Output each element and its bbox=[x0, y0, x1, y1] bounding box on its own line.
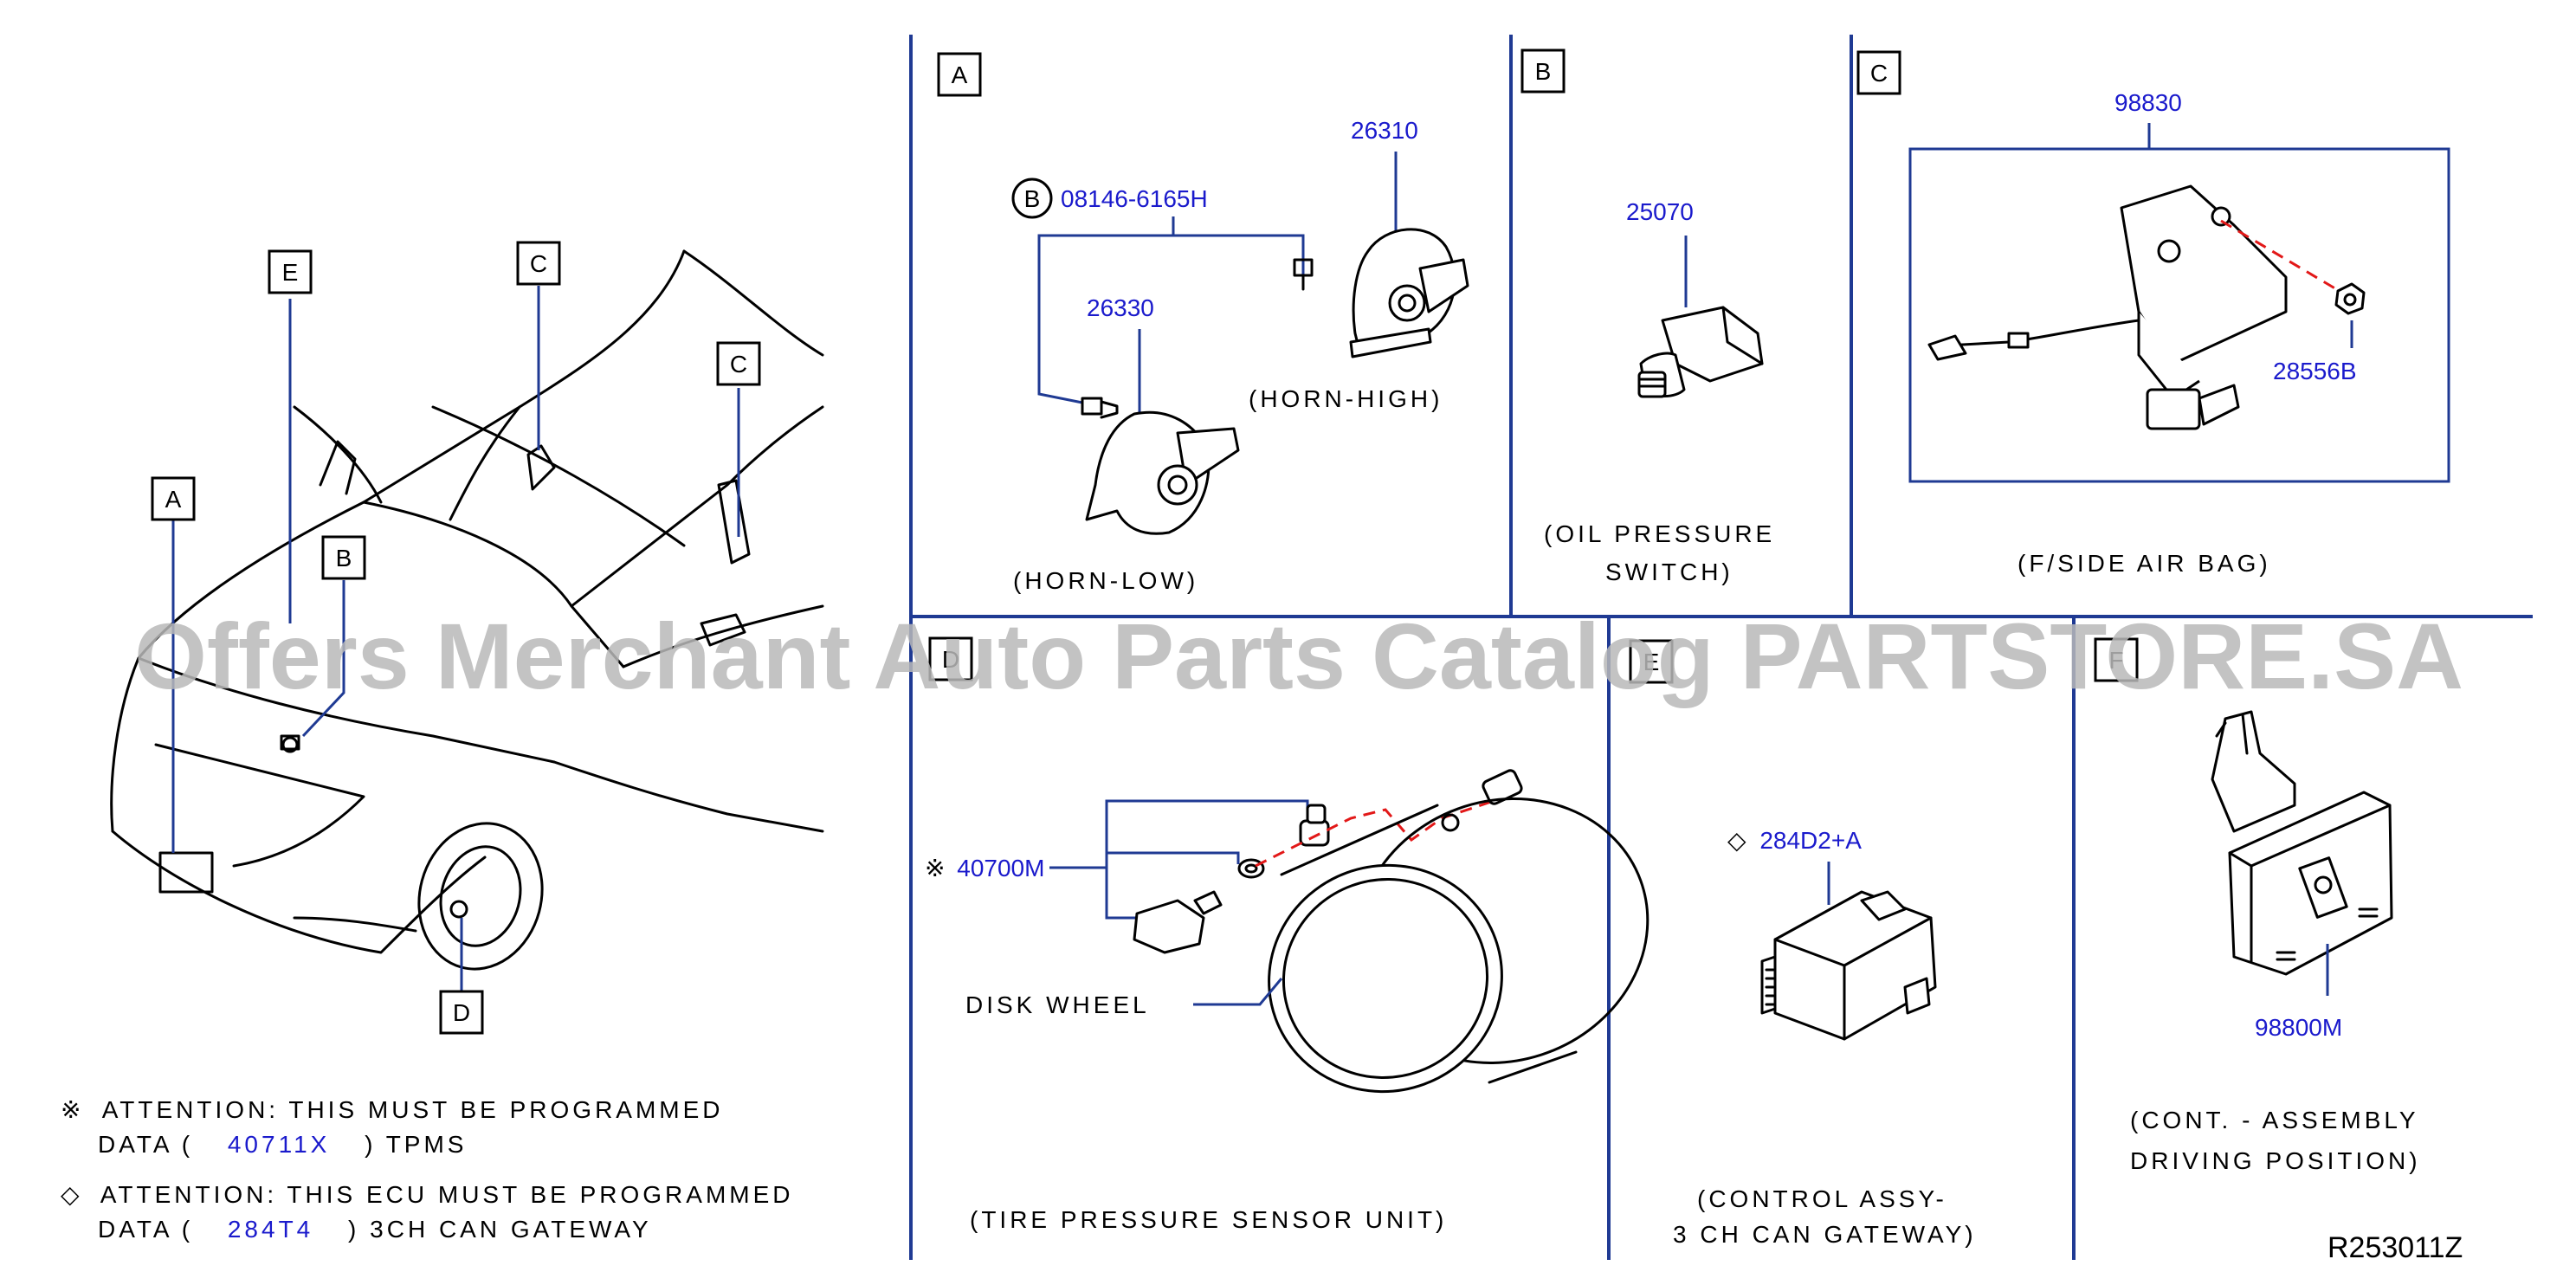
car-callout-d[interactable]: D bbox=[439, 990, 484, 1035]
panel-b-oil-pressure-switch: B 25070 (OIL PRESSURE SWITCH) bbox=[1520, 48, 1775, 585]
caption-cont-assembly-line-2: DRIVING POSITION) bbox=[2130, 1147, 2421, 1174]
panel-c-label: C bbox=[1856, 50, 1901, 95]
part-number-98800m[interactable]: 98800M bbox=[2255, 1014, 2342, 1041]
part-number-40700m[interactable]: ※ 40700M bbox=[925, 855, 1044, 881]
car-callout-a[interactable]: A bbox=[151, 476, 196, 521]
drawing-number: R253011Z bbox=[2327, 1231, 2463, 1264]
panel-f-driving-position-unit: F 98800M (CONT. - ASSEMBLY DRIVING POSIT… bbox=[2094, 637, 2421, 1174]
caption-side-airbag: (F/SIDE AIR BAG) bbox=[2018, 550, 2271, 577]
vehicle-overview: E C C A B D bbox=[110, 241, 824, 1035]
caption-control-assy-line-2: 3 CH CAN GATEWAY) bbox=[1673, 1221, 1977, 1248]
panel-c-side-airbag: C 98830 28556B (F/SIDE AIR BAG) bbox=[1856, 50, 2450, 577]
bolt-b-circle bbox=[1011, 178, 1053, 219]
panel-d-tire-pressure-sensor: D ※ 40700M bbox=[925, 636, 1650, 1233]
label-disk-wheel: DISK WHEEL bbox=[965, 991, 1150, 1018]
car-callout-c-side[interactable]: C bbox=[716, 341, 761, 386]
panel-e-label: E bbox=[1629, 639, 1674, 684]
part-number-26310[interactable]: 26310 bbox=[1351, 117, 1418, 144]
car-callout-c-top[interactable]: C bbox=[516, 241, 561, 286]
part-number-284d2-a[interactable]: ◇ 284D2+A bbox=[1727, 827, 1862, 854]
car-callout-e[interactable]: E bbox=[268, 249, 313, 294]
svg-text:B: B bbox=[1535, 58, 1552, 85]
panel-f-label: F bbox=[2094, 637, 2139, 682]
note-1-part-number: 40711X bbox=[228, 1131, 330, 1158]
part-number-26330[interactable]: 26330 bbox=[1087, 294, 1154, 321]
svg-text:D: D bbox=[942, 646, 959, 673]
watermark: Offers Merchant Auto Parts Catalog PARTS… bbox=[134, 604, 2463, 708]
disk-wheel-icon bbox=[1268, 797, 1650, 1094]
programming-notes: ※ ATTENTION: THIS MUST BE PROGRAMMED DAT… bbox=[61, 1096, 794, 1243]
panel-a-horns: A B 08146-6165H 26330 (HORN-LOW) 26310 bbox=[937, 52, 1469, 594]
svg-text:E: E bbox=[1643, 649, 1660, 675]
caption-horn-high: (HORN-HIGH) bbox=[1249, 385, 1443, 412]
part-number-98830[interactable]: 98830 bbox=[2114, 89, 2182, 116]
caption-control-assy-line-1: (CONTROL ASSY- bbox=[1697, 1185, 1947, 1212]
panel-b-label: B bbox=[1520, 48, 1566, 94]
svg-text:C: C bbox=[1870, 60, 1888, 87]
panel-d-label: D bbox=[928, 636, 973, 681]
part-number-28556b[interactable]: 28556B bbox=[2273, 358, 2357, 384]
panel-dividers bbox=[909, 35, 2533, 1260]
caption-tire-pressure-sensor: (TIRE PRESSURE SENSOR UNIT) bbox=[970, 1206, 1447, 1233]
note-2-line-2: DATA ( 284T4 ) 3CH CAN GATEWAY bbox=[98, 1216, 652, 1243]
caption-cont-assembly-line-1: (CONT. - ASSEMBLY bbox=[2130, 1107, 2419, 1133]
svg-text:A: A bbox=[165, 486, 182, 513]
horn-low-icon bbox=[1085, 410, 1240, 535]
tpms-sensor-icon bbox=[1133, 890, 1223, 954]
svg-text:E: E bbox=[282, 259, 299, 286]
assembly-frame bbox=[1908, 147, 2450, 483]
part-number-25070[interactable]: 25070 bbox=[1626, 198, 1694, 225]
note-2-line-1: ◇ ATTENTION: THIS ECU MUST BE PROGRAMMED bbox=[61, 1181, 794, 1208]
panel-a-label: A bbox=[937, 52, 982, 97]
note-1-line-1: ※ ATTENTION: THIS MUST BE PROGRAMMED bbox=[61, 1096, 724, 1123]
horn-high-icon bbox=[1349, 228, 1469, 358]
side-airbag-sensor-icon bbox=[1927, 184, 2288, 430]
oil-pressure-switch-icon bbox=[1637, 306, 1764, 398]
panel-e-can-gateway: E ◇ 284D2+A (CONTROL ASSY- 3 CH CAN GATE… bbox=[1629, 639, 1977, 1248]
svg-text:B: B bbox=[1024, 185, 1041, 212]
bolt-icon bbox=[1293, 258, 1314, 291]
bolt-icon bbox=[1081, 397, 1119, 419]
svg-text:B: B bbox=[336, 545, 352, 571]
valve-nut-icon bbox=[1299, 804, 1330, 847]
caption-oil-pressure-line-1: (OIL PRESSURE bbox=[1544, 520, 1775, 547]
svg-text:A: A bbox=[952, 61, 968, 88]
can-gateway-module-icon bbox=[1760, 890, 1937, 1041]
svg-text:D: D bbox=[453, 999, 470, 1026]
driving-position-unit-icon bbox=[2211, 710, 2393, 976]
nut-icon bbox=[2334, 282, 2366, 315]
part-number-08146-6165h[interactable]: 08146-6165H bbox=[1061, 185, 1208, 212]
caption-oil-pressure-line-2: SWITCH) bbox=[1605, 559, 1733, 585]
svg-text:C: C bbox=[730, 351, 747, 378]
note-1-line-2: DATA ( 40711X ) TPMS bbox=[98, 1131, 468, 1158]
caption-horn-low: (HORN-LOW) bbox=[1013, 567, 1198, 594]
car-callout-b[interactable]: B bbox=[321, 535, 366, 580]
note-2-part-number: 284T4 bbox=[228, 1216, 313, 1243]
svg-text:C: C bbox=[530, 250, 547, 277]
svg-text:F: F bbox=[2108, 647, 2123, 674]
